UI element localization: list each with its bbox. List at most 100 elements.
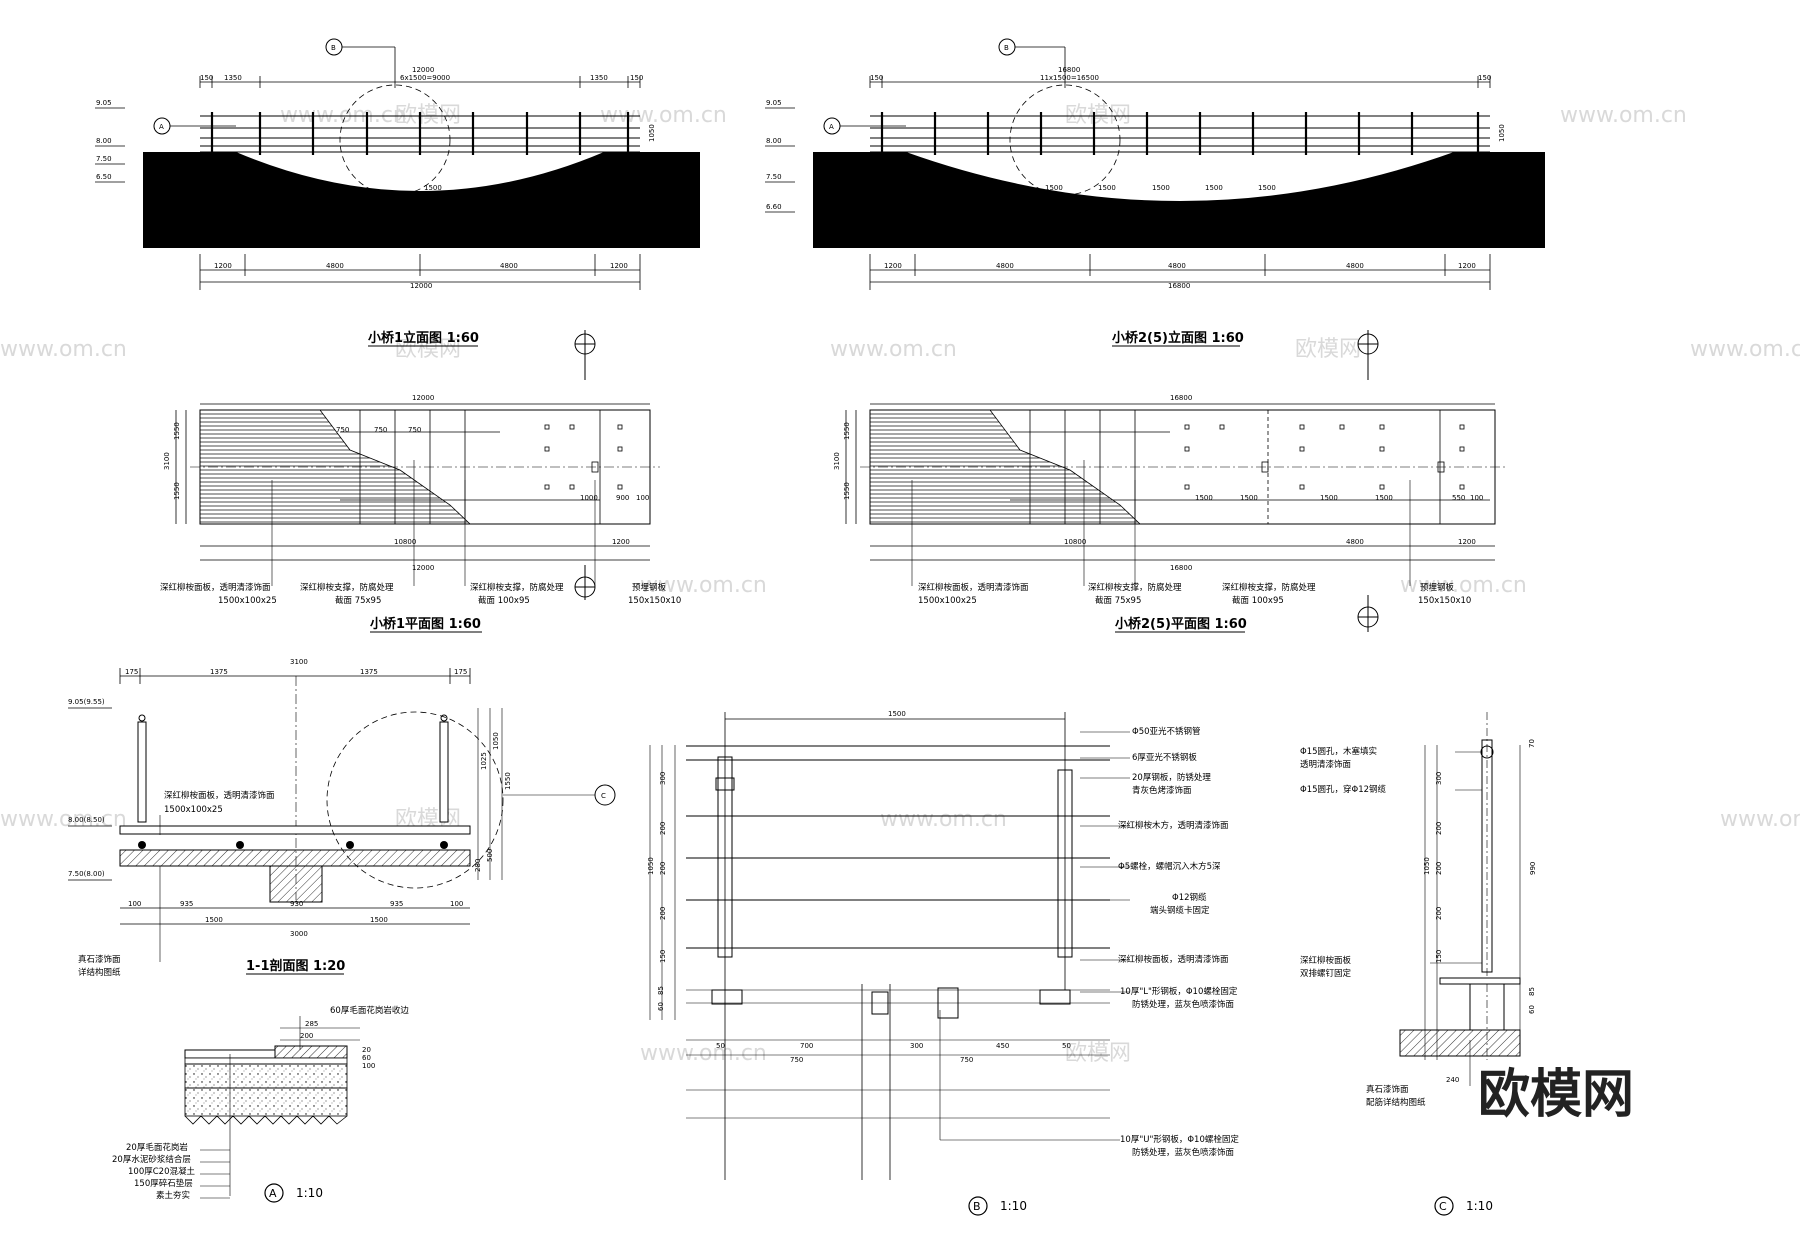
svg-text:Φ50亚光不锈钢管: Φ50亚光不锈钢管 xyxy=(1132,726,1201,737)
svg-text:1550: 1550 xyxy=(504,772,512,790)
svg-text:截面 75x95: 截面 75x95 xyxy=(1095,595,1141,606)
svg-text:200: 200 xyxy=(300,1032,313,1040)
svg-text:750: 750 xyxy=(336,426,349,434)
svg-text:1500x100x25: 1500x100x25 xyxy=(918,596,977,606)
svg-text:B: B xyxy=(331,44,336,52)
svg-text:www.om.cn: www.om.cn xyxy=(1400,573,1527,598)
bridge1-elevation-title: 小桥1立面图 1:60 xyxy=(368,330,479,346)
svg-text:100: 100 xyxy=(1470,494,1483,502)
svg-text:50: 50 xyxy=(1062,1042,1071,1050)
section-1-1: 175 1375 3100 1375 175 9.05(9.55) 8.00(8… xyxy=(68,658,616,978)
detail-a: 60厚毛面花岗岩收边 285 200 60 20 100 20厚毛面花岗岩 20… xyxy=(112,1005,409,1203)
svg-text:7.50: 7.50 xyxy=(96,155,112,163)
svg-text:4800: 4800 xyxy=(996,262,1014,270)
svg-text:300: 300 xyxy=(659,772,667,785)
svg-text:10厚"L"形钢板，Φ10螺栓固定: 10厚"L"形钢板，Φ10螺栓固定 xyxy=(1120,986,1238,997)
svg-text:500: 500 xyxy=(486,849,494,862)
svg-text:深红柳桉支撑，防腐处理: 深红柳桉支撑，防腐处理 xyxy=(1222,582,1316,593)
svg-text:1500: 1500 xyxy=(1375,494,1393,502)
svg-text:60厚毛面花岗岩收边: 60厚毛面花岗岩收边 xyxy=(330,1005,409,1016)
svg-text:175: 175 xyxy=(125,668,138,676)
svg-text:www.om.cn: www.om.cn xyxy=(1690,337,1800,362)
svg-text:150x150x10: 150x150x10 xyxy=(1418,596,1471,606)
svg-text:1500: 1500 xyxy=(370,916,388,924)
svg-text:150: 150 xyxy=(1478,74,1491,82)
svg-text:www.om.cn: www.om.cn xyxy=(0,807,127,832)
svg-text:1050: 1050 xyxy=(1423,857,1431,875)
svg-text:深红柳桉面板，透明清漆饰面: 深红柳桉面板，透明清漆饰面 xyxy=(160,582,271,593)
svg-text:9.05: 9.05 xyxy=(766,99,782,107)
svg-text:深红柳桉面板，透明清漆饰面: 深红柳桉面板，透明清漆饰面 xyxy=(164,790,275,801)
svg-text:240: 240 xyxy=(1446,1076,1459,1084)
svg-text:550: 550 xyxy=(1452,494,1465,502)
svg-text:Φ15圆孔，木塞填实: Φ15圆孔，木塞填实 xyxy=(1300,746,1377,757)
svg-text:防锈处理，蓝灰色喷漆饰面: 防锈处理，蓝灰色喷漆饰面 xyxy=(1132,1147,1235,1158)
svg-text:150x150x10: 150x150x10 xyxy=(628,596,681,606)
svg-text:285: 285 xyxy=(305,1020,318,1028)
svg-text:20厚毛面花岗岩: 20厚毛面花岗岩 xyxy=(126,1142,188,1153)
svg-text:9.05(9.55): 9.05(9.55) xyxy=(68,698,105,706)
svg-text:1500: 1500 xyxy=(1195,494,1213,502)
section-1-1-title: 1-1剖面图 1:20 xyxy=(246,958,345,974)
svg-text:7.50: 7.50 xyxy=(766,173,782,181)
bridge1-plan: 12000 750 750 750 1000 900 100 1550 3100… xyxy=(160,394,681,633)
svg-text:16800: 16800 xyxy=(1170,564,1192,572)
svg-text:3100: 3100 xyxy=(163,452,171,470)
svg-text:8.00: 8.00 xyxy=(766,137,782,145)
svg-text:1500: 1500 xyxy=(1098,184,1116,192)
svg-text:8.00(8.50): 8.00(8.50) xyxy=(68,816,105,824)
svg-text:10800: 10800 xyxy=(394,538,416,546)
svg-text:750: 750 xyxy=(374,426,387,434)
svg-text:1500: 1500 xyxy=(424,184,442,192)
svg-text:16800: 16800 xyxy=(1170,394,1192,402)
svg-text:1375: 1375 xyxy=(360,668,378,676)
svg-text:www.om.cn: www.om.cn xyxy=(1560,103,1687,128)
svg-text:真石漆饰面: 真石漆饰面 xyxy=(1366,1084,1409,1095)
svg-text:透明清漆饰面: 透明清漆饰面 xyxy=(1300,759,1352,770)
svg-text:100: 100 xyxy=(128,900,141,908)
svg-text:300: 300 xyxy=(910,1042,923,1050)
svg-text:750: 750 xyxy=(790,1056,803,1064)
svg-text:截面 100x95: 截面 100x95 xyxy=(478,595,530,606)
svg-text:935: 935 xyxy=(390,900,403,908)
svg-text:4800: 4800 xyxy=(500,262,518,270)
detail-b: 1500 300 200 200 200 150 1050 85 60 xyxy=(647,710,1239,1216)
svg-text:素土夯实: 素土夯实 xyxy=(156,1190,190,1201)
svg-text:截面 75x95: 截面 75x95 xyxy=(335,595,381,606)
bridge1-elevation: 150 1350 12000 6x1500=9000 1350 150 B 9.… xyxy=(95,38,700,347)
svg-text:Φ12钢缆: Φ12钢缆 xyxy=(1172,892,1207,903)
brand-logo: 欧模网 xyxy=(1478,1065,1634,1125)
svg-text:欧模网: 欧模网 xyxy=(1295,337,1361,362)
svg-text:4800: 4800 xyxy=(1346,538,1364,546)
svg-text:990: 990 xyxy=(1529,862,1537,875)
bridge2-elevation-title: 小桥2(5)立面图 1:60 xyxy=(1112,330,1244,346)
watermarks: www.om.cn www.om.cn www.om.cn www.om.cn … xyxy=(0,103,1800,1066)
svg-text:1050: 1050 xyxy=(492,732,500,750)
svg-text:200: 200 xyxy=(659,907,667,920)
svg-text:175: 175 xyxy=(454,668,467,676)
bridge2-elevation: 150 16800 11x1500=16500 150 B 9.05 8.00 … xyxy=(765,38,1545,347)
svg-text:端头钢缆卡固定: 端头钢缆卡固定 xyxy=(1150,905,1210,916)
svg-text:900: 900 xyxy=(616,494,629,502)
svg-text:16800: 16800 xyxy=(1058,66,1080,74)
svg-text:6x1500=9000: 6x1500=9000 xyxy=(400,74,450,82)
svg-text:深红柳桉面板，透明清漆饰面: 深红柳桉面板，透明清漆饰面 xyxy=(1118,954,1229,965)
svg-text:9.05: 9.05 xyxy=(96,99,112,107)
svg-text:1375: 1375 xyxy=(210,668,228,676)
svg-text:深红柳桉支撑，防腐处理: 深红柳桉支撑，防腐处理 xyxy=(1088,582,1182,593)
svg-text:截面 100x95: 截面 100x95 xyxy=(1232,595,1284,606)
svg-text:1200: 1200 xyxy=(1458,262,1476,270)
svg-text:www.om.cn: www.om.cn xyxy=(640,573,767,598)
svg-text:150: 150 xyxy=(659,950,667,963)
svg-text:6.50: 6.50 xyxy=(96,173,112,181)
svg-text:Φ15圆孔，穿Φ12钢缆: Φ15圆孔，穿Φ12钢缆 xyxy=(1300,784,1387,795)
svg-text:60: 60 xyxy=(362,1054,371,1062)
svg-text:1500: 1500 xyxy=(1045,184,1063,192)
svg-text:11x1500=16500: 11x1500=16500 xyxy=(1040,74,1099,82)
svg-text:配筋详结构图纸: 配筋详结构图纸 xyxy=(1366,1097,1426,1108)
svg-text:深红柳桉面板，透明清漆饰面: 深红柳桉面板，透明清漆饰面 xyxy=(918,582,1029,593)
svg-text:www.om.cn: www.om.cn xyxy=(640,1041,767,1066)
svg-text:1350: 1350 xyxy=(224,74,242,82)
svg-text:1500: 1500 xyxy=(1320,494,1338,502)
